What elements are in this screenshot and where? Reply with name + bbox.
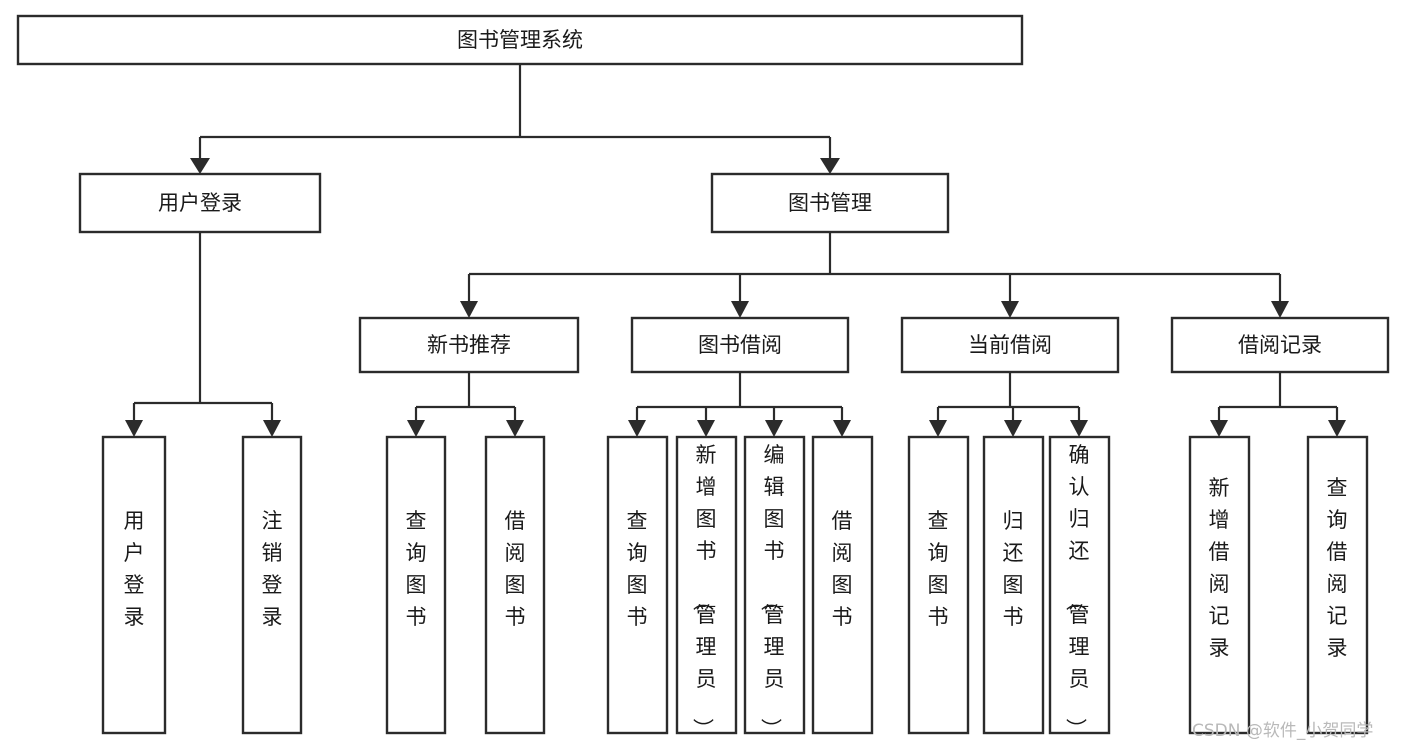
node-box-root-system[interactable] bbox=[16, 14, 1024, 66]
leaf-label-add-book-admin: 新增图书（管理员） bbox=[691, 443, 717, 739]
leaf-node-add-book-admin[interactable]: 新增图书（管理员） bbox=[675, 435, 738, 739]
node-borrow-records[interactable]: 借阅记录 bbox=[1170, 316, 1390, 374]
arrowhead-book-mgmt-to-new-book bbox=[460, 301, 478, 318]
arrowhead-new-book-to-leaf2 bbox=[506, 420, 524, 437]
leaf-box-edit-book-admin[interactable] bbox=[743, 435, 806, 735]
arrowhead-user-login-to-leaf1 bbox=[125, 420, 143, 437]
arrowhead-borrow-to-leaf4 bbox=[833, 420, 851, 437]
leaf-node-borrow-book-new[interactable]: 借阅图书 bbox=[484, 435, 546, 735]
connector-group-root bbox=[190, 64, 840, 174]
arrowhead-borrow-to-leaf2 bbox=[697, 420, 715, 437]
arrowhead-book-mgmt-to-records bbox=[1271, 301, 1289, 318]
leaf-label-user-login: 用户登录 bbox=[124, 509, 145, 629]
node-box-user-login[interactable] bbox=[78, 172, 322, 234]
leaf-box-query-book-new[interactable] bbox=[385, 435, 447, 735]
node-new-book-recommend[interactable]: 新书推荐 bbox=[358, 316, 580, 374]
node-current-borrow[interactable]: 当前借阅 bbox=[900, 316, 1120, 374]
leaf-label-query-book-borrow: 查询图书 bbox=[627, 509, 648, 629]
leaf-label-query-borrow-record: 查询借阅记录 bbox=[1327, 476, 1348, 660]
leaf-node-query-book-current[interactable]: 查询图书 bbox=[907, 435, 970, 735]
node-box-book-borrow[interactable] bbox=[630, 316, 850, 374]
leaf-label-query-book-new: 查询图书 bbox=[406, 509, 427, 629]
leaf-node-confirm-return-admin[interactable]: 确认归还（管理员） bbox=[1048, 435, 1111, 739]
arrowhead-borrow-to-leaf1 bbox=[628, 420, 646, 437]
leaf-node-return-book[interactable]: 归还图书 bbox=[982, 435, 1045, 735]
arrowhead-current-to-leaf3 bbox=[1070, 420, 1088, 437]
connector-group-book-mgmt bbox=[460, 232, 1289, 318]
leaf-node-query-borrow-record[interactable]: 查询借阅记录 bbox=[1306, 435, 1369, 735]
leaf-label-return-book: 归还图书 bbox=[1003, 509, 1024, 629]
node-box-current-borrow[interactable] bbox=[900, 316, 1120, 374]
arrowhead-records-to-leaf2 bbox=[1328, 420, 1346, 437]
leaf-box-user-login[interactable] bbox=[101, 435, 167, 735]
arrowhead-current-to-leaf1 bbox=[929, 420, 947, 437]
leaf-label-logout: 注销登录 bbox=[262, 509, 283, 629]
arrowhead-records-to-leaf1 bbox=[1210, 420, 1228, 437]
leaf-box-confirm-return-admin[interactable] bbox=[1048, 435, 1111, 735]
leaf-box-borrow-book-new[interactable] bbox=[484, 435, 546, 735]
connector-group-user-login bbox=[125, 232, 281, 437]
leaf-label-add-borrow-record: 新增借阅记录 bbox=[1209, 476, 1230, 660]
node-label-new-book-recommend: 新书推荐 bbox=[427, 333, 511, 357]
node-label-root-system: 图书管理系统 bbox=[457, 28, 583, 52]
leaf-box-add-book-admin[interactable] bbox=[675, 435, 738, 735]
connector-group-current-borrow bbox=[929, 372, 1088, 437]
leaf-label-confirm-return-admin: 确认归还（管理员） bbox=[1064, 443, 1090, 739]
node-user-login[interactable]: 用户登录 bbox=[78, 172, 322, 234]
leaf-node-edit-book-admin[interactable]: 编辑图书（管理员） bbox=[743, 435, 806, 739]
leaf-box-query-book-borrow[interactable] bbox=[606, 435, 669, 735]
leaf-node-query-book-new[interactable]: 查询图书 bbox=[385, 435, 447, 735]
leaf-label-edit-book-admin: 编辑图书（管理员） bbox=[759, 443, 785, 739]
node-box-book-management[interactable] bbox=[710, 172, 950, 234]
arrowhead-book-mgmt-to-current bbox=[1001, 301, 1019, 318]
leaf-box-query-book-current[interactable] bbox=[907, 435, 970, 735]
leaf-label-borrow-book-new: 借阅图书 bbox=[505, 509, 526, 629]
connector-group-records bbox=[1210, 372, 1346, 437]
leaf-label-query-book-current: 查询图书 bbox=[928, 509, 949, 629]
leaf-box-logout[interactable] bbox=[241, 435, 303, 735]
arrowhead-root-to-user-login bbox=[190, 158, 210, 174]
arrowhead-book-mgmt-to-borrow bbox=[731, 301, 749, 318]
leaf-box-add-borrow-record[interactable] bbox=[1188, 435, 1251, 735]
node-box-borrow-records[interactable] bbox=[1170, 316, 1390, 374]
node-label-current-borrow: 当前借阅 bbox=[968, 333, 1052, 357]
leaf-node-logout[interactable]: 注销登录 bbox=[241, 435, 303, 735]
leaf-node-query-book-borrow[interactable]: 查询图书 bbox=[606, 435, 669, 735]
node-book-management[interactable]: 图书管理 bbox=[710, 172, 950, 234]
node-label-borrow-records: 借阅记录 bbox=[1238, 333, 1322, 357]
node-label-book-management: 图书管理 bbox=[788, 191, 872, 215]
connector-group-borrow bbox=[628, 372, 851, 437]
node-root-system[interactable]: 图书管理系统 bbox=[16, 14, 1024, 66]
leaf-box-return-book[interactable] bbox=[982, 435, 1045, 735]
node-label-book-borrow: 图书借阅 bbox=[698, 333, 782, 357]
node-box-new-book-recommend[interactable] bbox=[358, 316, 580, 374]
leaf-label-borrow-book: 借阅图书 bbox=[832, 509, 853, 629]
arrowhead-current-to-leaf2 bbox=[1004, 420, 1022, 437]
leaf-node-user-login[interactable]: 用户登录 bbox=[101, 435, 167, 735]
leaf-box-query-borrow-record[interactable] bbox=[1306, 435, 1369, 735]
leaf-box-borrow-book[interactable] bbox=[811, 435, 874, 735]
leaf-node-borrow-book[interactable]: 借阅图书 bbox=[811, 435, 874, 735]
arrowhead-root-to-book-mgmt bbox=[820, 158, 840, 174]
connector-group-new-book bbox=[407, 372, 524, 437]
arrowhead-borrow-to-leaf3 bbox=[765, 420, 783, 437]
arrowhead-new-book-to-leaf1 bbox=[407, 420, 425, 437]
node-book-borrow[interactable]: 图书借阅 bbox=[630, 316, 850, 374]
arrowhead-user-login-to-leaf2 bbox=[263, 420, 281, 437]
node-label-user-login: 用户登录 bbox=[158, 191, 242, 215]
leaf-node-add-borrow-record[interactable]: 新增借阅记录 bbox=[1188, 435, 1251, 735]
watermark-label: CSDN @软件_小贺同学 bbox=[1192, 721, 1373, 741]
